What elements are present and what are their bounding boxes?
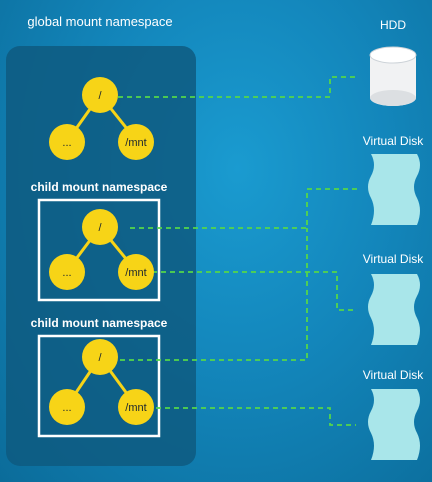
root-label: / [98,90,102,102]
root-node [82,339,118,375]
dots-node [49,254,85,290]
dots-label: ... [62,267,71,279]
virtual-disk-icon [368,389,420,460]
virtual-disk-label: Virtual Disk [362,252,424,266]
dots-node [49,124,85,160]
dots-node [49,389,85,425]
hdd-label: HDD [380,18,406,32]
virtual-disk-icon [368,274,420,345]
mnt-node [118,124,154,160]
virtual-disk-label: Virtual Disk [362,134,424,148]
mount-links [118,76,358,426]
virtual-disk-icon [368,154,420,225]
virtual-disk-label: Virtual Disk [362,368,424,382]
root-label: / [98,352,102,364]
root-label: / [98,222,102,234]
mnt-label: /mnt [125,402,146,414]
root-node [82,209,118,245]
mnt-label: /mnt [125,137,146,149]
mnt-label: /mnt [125,267,146,279]
child-namespace-box [37,198,161,302]
mnt-node [118,389,154,425]
tree-nodes [49,77,154,425]
child-namespace-title: child mount namespace [30,316,168,330]
global-namespace-title: global mount namespace [27,14,173,29]
child-namespace-box [37,334,161,438]
mnt-node [118,254,154,290]
link-child2-mnt-vdisk3 [156,407,356,426]
dots-label: ... [62,137,71,149]
hdd-icon [369,46,417,106]
root-node [82,77,118,113]
link-child2-root-shared [120,228,308,361]
link-global-root-hdd [118,76,356,98]
child-namespace-title: child mount namespace [30,180,168,194]
dots-label: ... [62,402,71,414]
link-child1-mnt-vdisk2 [152,271,356,311]
